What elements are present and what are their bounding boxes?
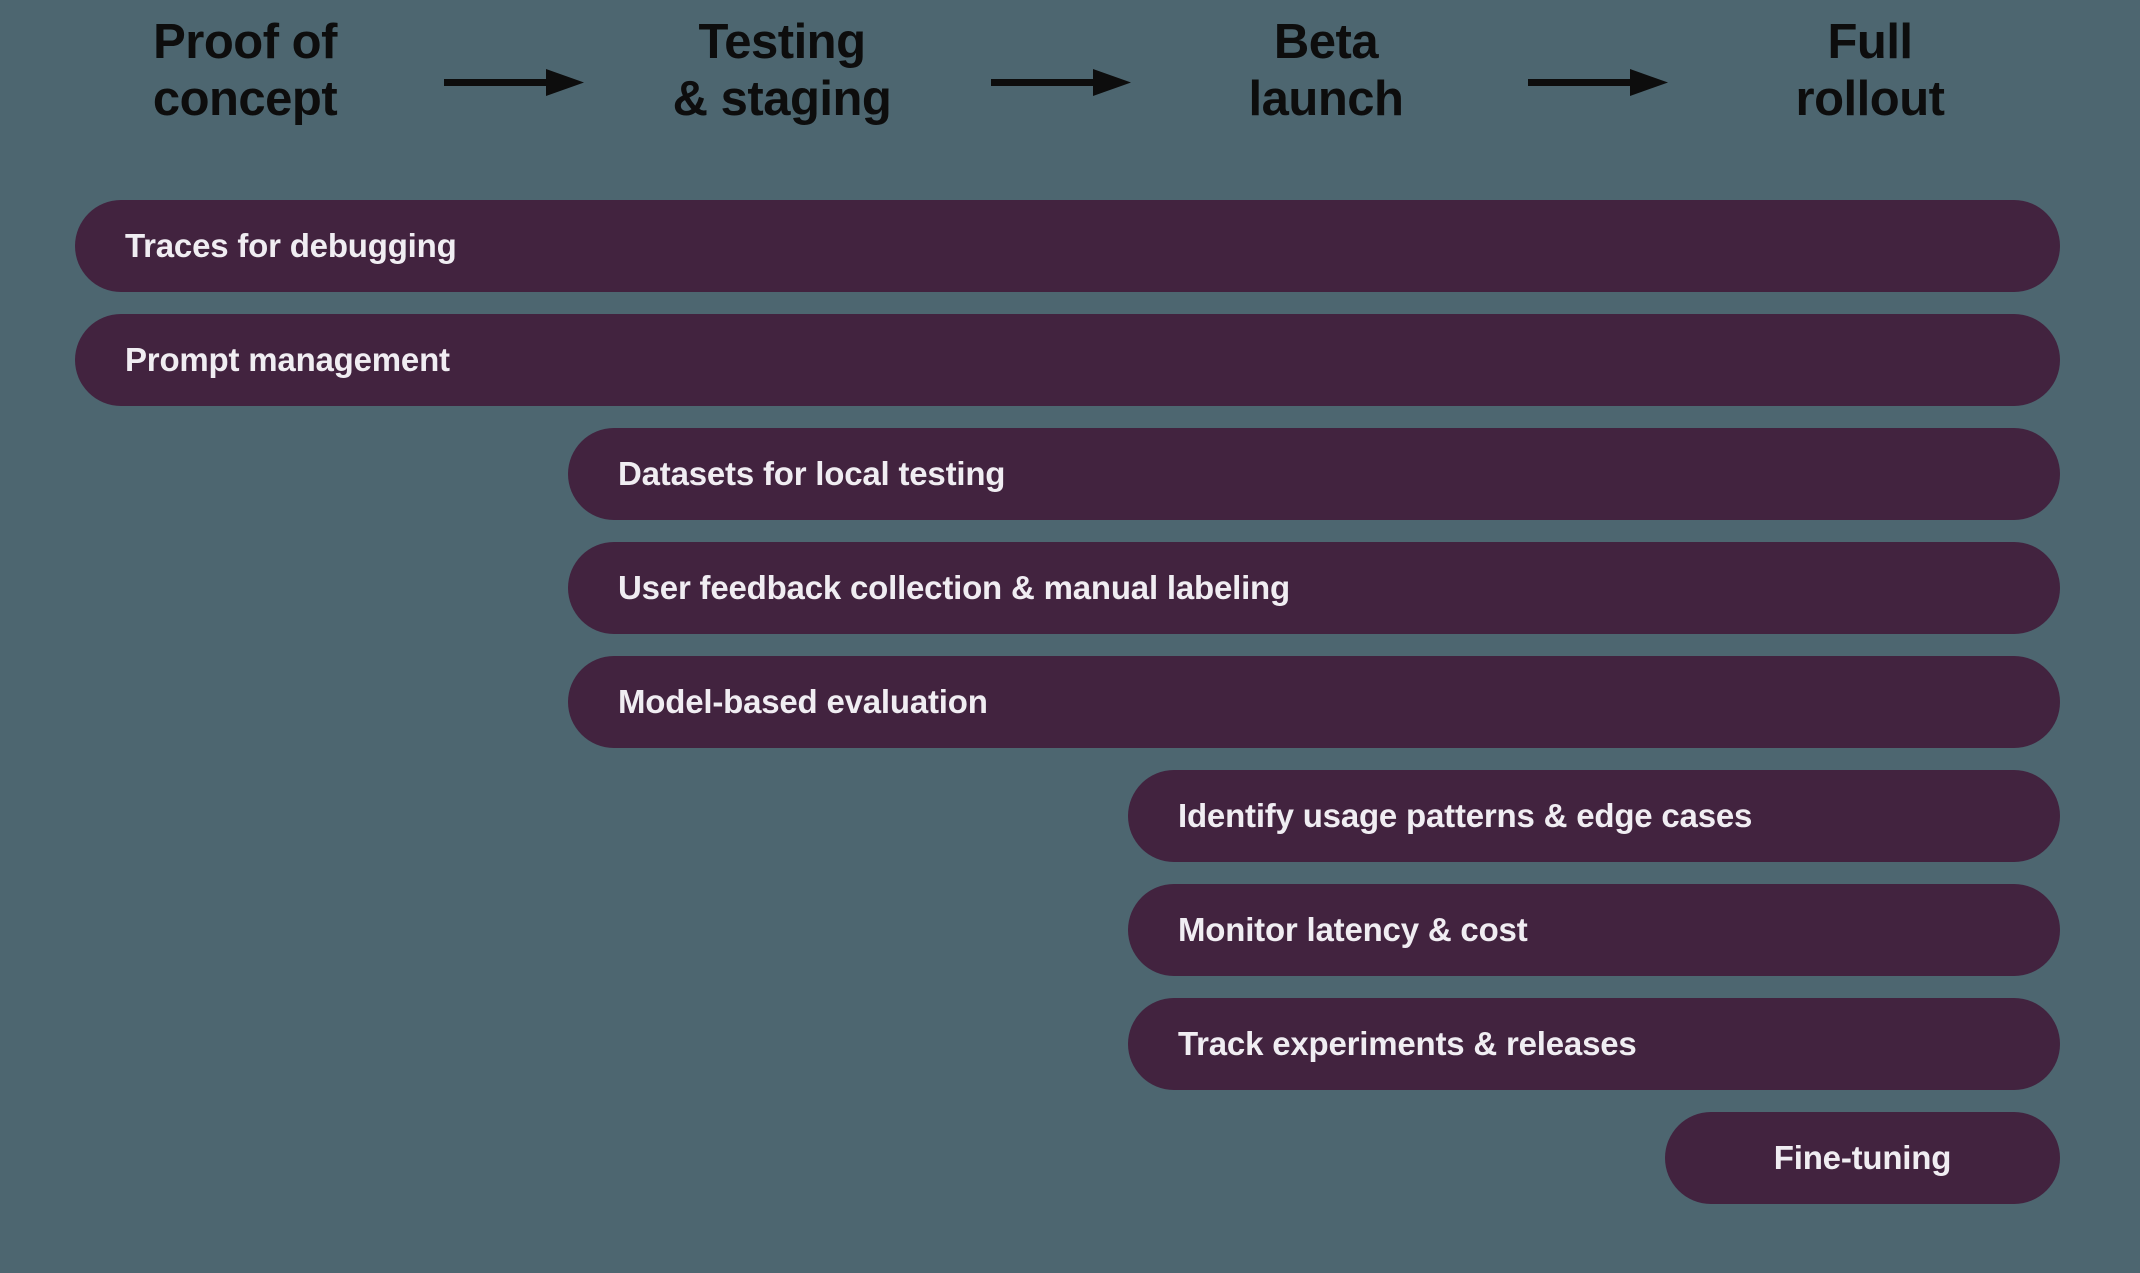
- capability-bar-model-based-evaluation[interactable]: Model-based evaluation: [568, 656, 2060, 748]
- capability-bar-traces-for-debugging[interactable]: Traces for debugging: [75, 200, 2060, 292]
- capability-bar-label: Traces for debugging: [125, 227, 457, 264]
- phase-label-beta-launch: Beta launch: [1248, 15, 1404, 126]
- phase-label-full-rollout: Full rollout: [1795, 15, 1945, 126]
- capability-bar-label: Prompt management: [125, 341, 450, 378]
- phase-label-testing-and-staging: Testing & staging: [672, 15, 892, 126]
- capability-bar-label: Datasets for local testing: [618, 455, 1006, 492]
- capability-bar-identify-usage-patterns[interactable]: Identify usage patterns & edge cases: [1128, 770, 2060, 862]
- capability-bar-fine-tuning[interactable]: Fine-tuning: [1665, 1112, 2060, 1204]
- capability-bar-label: Monitor latency & cost: [1178, 911, 1528, 948]
- phase-label-proof-of-concept: Proof of concept: [152, 15, 338, 126]
- capability-bar-user-feedback-collection[interactable]: User feedback collection & manual labeli…: [568, 542, 2060, 634]
- capability-bar-label: Track experiments & releases: [1178, 1025, 1637, 1062]
- capability-bar-label: User feedback collection & manual labeli…: [618, 569, 1290, 606]
- capability-bar-label: Fine-tuning: [1773, 1139, 1952, 1176]
- arrow-right-icon: [444, 68, 584, 98]
- capability-bar-datasets-for-local-testing[interactable]: Datasets for local testing: [568, 428, 2060, 520]
- arrow-right-icon: [1528, 68, 1668, 98]
- capability-bar-prompt-management[interactable]: Prompt management: [75, 314, 2060, 406]
- capability-bar-monitor-latency-and-cost[interactable]: Monitor latency & cost: [1128, 884, 2060, 976]
- phase-header-row: Proof of concept Testing & staging Beta …: [0, 0, 2140, 160]
- capability-bar-label: Model-based evaluation: [618, 683, 988, 720]
- capability-bar-label: Identify usage patterns & edge cases: [1178, 797, 1753, 834]
- arrow-right-icon: [991, 68, 1131, 98]
- capability-bar-track-experiments-releases[interactable]: Track experiments & releases: [1128, 998, 2060, 1090]
